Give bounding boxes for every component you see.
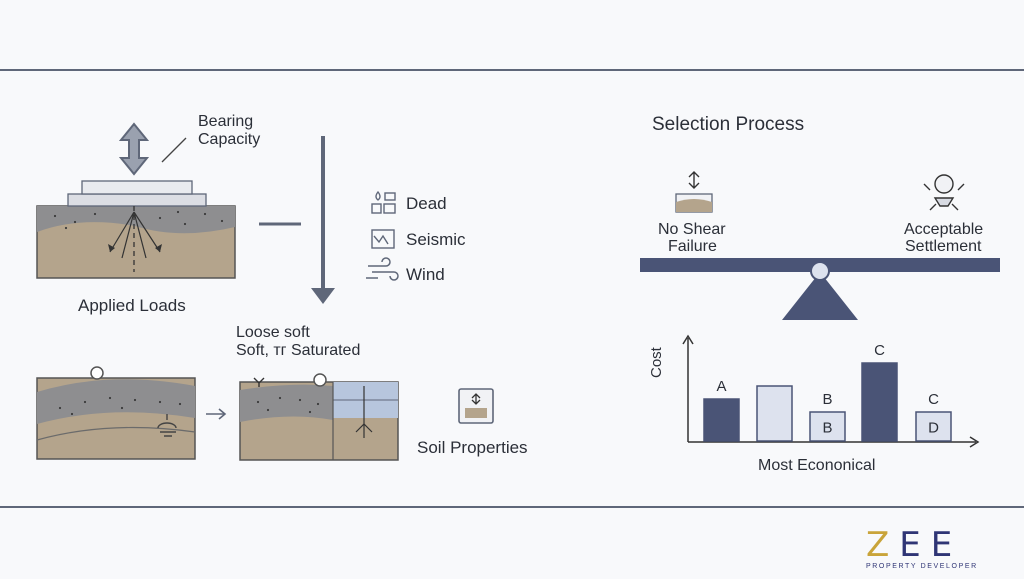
acceptable-label-line1: Acceptable <box>904 221 984 238</box>
transition-arrow-icon <box>206 408 227 420</box>
no-shear-label-line1: No Shear <box>658 221 726 238</box>
bottom-divider <box>0 506 1024 508</box>
bearing-label-line2: Capacity <box>198 131 261 148</box>
dead-load-label: Dead <box>406 194 447 213</box>
bar-3 <box>809 411 846 442</box>
soil-section-left <box>36 366 196 460</box>
soil-properties-label: Soil Properties <box>417 438 528 457</box>
bar-5 <box>915 411 952 442</box>
bar-top-label-4: C <box>874 342 885 359</box>
bar-top-label-5: C <box>928 391 939 408</box>
bar-top-label-3: B <box>822 391 832 408</box>
no-shear-icon <box>675 171 713 213</box>
soil-properties-icon <box>458 388 494 424</box>
bearing-leader-line <box>161 137 187 163</box>
bar-2 <box>756 385 793 442</box>
applied-loads-label: Applied Loads <box>78 296 186 315</box>
logo-subtitle: PROPERTY DEVELOPER <box>866 563 978 570</box>
seismic-load-label: Seismic <box>406 230 466 249</box>
soil-label-line2: Soft, тг Saturated <box>236 342 361 359</box>
bearing-label-line1: Bearing <box>198 113 254 130</box>
acceptable-label-line2: Settlement <box>905 238 982 255</box>
bar-inner-label-3: B <box>822 420 832 437</box>
chart-x-label: Most Econonical <box>758 457 876 474</box>
bar-top-label-1: A <box>716 378 726 395</box>
soil-section-saturated <box>239 373 399 461</box>
dead-load-icon <box>371 190 396 214</box>
balance-scale <box>640 258 1000 320</box>
selection-process-title: Selection Process <box>652 114 805 135</box>
bar-1 <box>703 398 740 442</box>
acceptable-settlement-icon <box>923 174 965 211</box>
zee-logo: ZEE PROPERTY DEVELOPER <box>866 528 1008 570</box>
chart-y-label: Cost <box>648 347 665 378</box>
chart-axes <box>682 334 980 448</box>
logo-letters: ZEE <box>866 525 963 565</box>
top-divider <box>0 69 1024 71</box>
bar-inner-label-5: D <box>928 420 939 437</box>
soil-label-line1: Loose soft <box>236 324 310 341</box>
wind-load-icon <box>366 257 399 281</box>
wind-load-label: Wind <box>406 265 445 284</box>
down-arrow <box>311 136 335 304</box>
no-shear-label-line2: Failure <box>668 238 717 255</box>
bearing-arrow-icon <box>118 122 150 176</box>
seismic-load-icon <box>371 229 395 249</box>
footing-soil-block <box>36 180 236 279</box>
bar-4 <box>861 362 898 442</box>
